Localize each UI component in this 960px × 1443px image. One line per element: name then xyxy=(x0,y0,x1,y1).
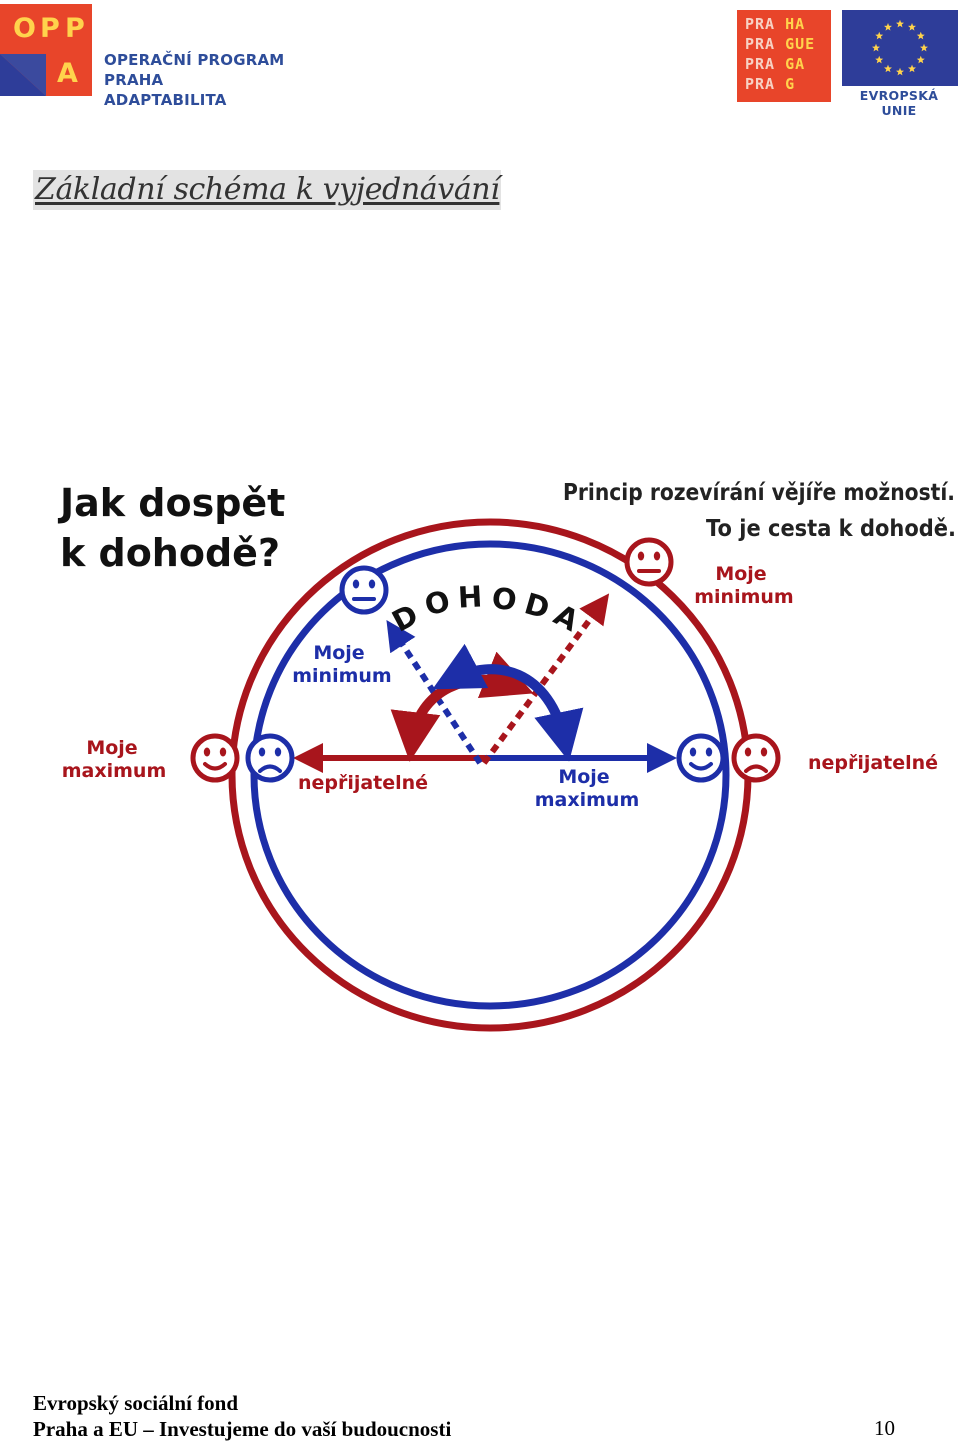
praha-logo-text: PRA HA PRA GUE PRA GA PRA G xyxy=(745,14,815,94)
page-footer: Evropský sociální fond Praha a EU – Inve… xyxy=(33,1390,451,1442)
blue-curved-arrow xyxy=(432,643,584,762)
neutral-face-blue-min-icon xyxy=(339,565,389,615)
principle-line2: To je cesta k dohodě. xyxy=(706,516,956,542)
opp-letter-1: O xyxy=(13,13,36,44)
praha-row-1-right: HA xyxy=(785,15,806,33)
principle-line1: Princip rozevírání vějíře možností. xyxy=(563,480,955,506)
dohoda-letter-3: H xyxy=(457,579,483,614)
praha-row-2: PRA GUE xyxy=(745,34,815,54)
dohoda-letter-4: O xyxy=(490,581,518,617)
negotiation-diagram: D O H O D A Jak dospět k dohodě? Princip… xyxy=(57,480,956,1032)
praha-row-3-right: GA xyxy=(785,55,806,73)
page-heading: Základní schéma k vyjednávání xyxy=(33,170,502,210)
blue-maximum-label-1: Moje xyxy=(558,766,609,788)
opp-logo-line1: OPERAČNÍ PROGRAM PRAHA xyxy=(104,51,285,89)
eu-star-icon xyxy=(916,31,925,40)
eu-star-icon xyxy=(875,55,884,64)
eu-star-icon xyxy=(884,64,892,73)
opp-letter-4: A xyxy=(57,58,78,89)
eu-flag-icon xyxy=(842,10,958,86)
red-minimum-label-2: minimum xyxy=(694,586,793,608)
blue-minimum-label-2: minimum xyxy=(292,665,391,687)
eu-star-icon xyxy=(920,43,928,52)
eu-logo-label: EVROPSKÁ UNIE xyxy=(859,88,939,118)
eu-star-icon xyxy=(908,23,916,31)
footer-line2: Praha a EU – Investujeme do vaší budoucn… xyxy=(33,1417,452,1441)
red-minimum-label-1: Moje xyxy=(715,563,766,585)
eu-star-icon xyxy=(896,67,904,76)
page-number: 10 xyxy=(874,1416,895,1440)
neutral-face-red-min-icon xyxy=(624,537,674,587)
faces xyxy=(190,537,781,783)
praha-row-4: PRA G xyxy=(745,74,815,94)
praha-logo: PRA HA PRA GUE PRA GA PRA G xyxy=(737,10,831,102)
praha-row-2-left: PRA xyxy=(745,35,776,53)
praha-row-1: PRA HA xyxy=(745,14,815,34)
opp-logo-line2: ADAPTABILITA xyxy=(104,91,227,109)
praha-row-3-left: PRA xyxy=(745,55,776,73)
eu-star-icon xyxy=(872,43,880,52)
praha-row-2-right: GUE xyxy=(785,35,816,53)
sad-face-blue-icon xyxy=(245,733,295,783)
happy-face-blue-max-icon xyxy=(676,733,726,783)
eu-star-icon xyxy=(875,31,884,40)
opp-logo: O P P A OPERAČNÍ PROGRAM PRAHA ADAPTABIL… xyxy=(0,4,330,109)
praha-row-3: PRA GA xyxy=(745,54,815,74)
dohoda-letter-5: D xyxy=(521,586,554,625)
unacceptable-right-label: nepřijatelné xyxy=(808,752,938,774)
dohoda-word: D O H O D A xyxy=(386,579,584,638)
praha-row-1-left: PRA xyxy=(745,15,776,33)
eu-star-icon xyxy=(896,19,904,28)
praha-row-4-right: G xyxy=(785,75,796,93)
diagram-title-line1: Jak dospět xyxy=(57,481,285,525)
eu-star-icon xyxy=(908,64,916,73)
happy-face-red-max-icon xyxy=(190,733,240,783)
red-maximum-label-1: Moje xyxy=(86,737,137,759)
eu-stars xyxy=(872,19,928,76)
opp-letter-3: P xyxy=(65,13,85,44)
opp-logo-mark: O P P A xyxy=(0,4,92,96)
eu-logo: EVROPSKÁ UNIE xyxy=(840,10,958,118)
praha-row-4-left: PRA xyxy=(745,75,776,93)
opp-logo-text: OPERAČNÍ PROGRAM PRAHA ADAPTABILITA xyxy=(104,50,330,110)
blue-maximum-label-2: maximum xyxy=(535,789,640,811)
diagram-title-line2: k dohodě? xyxy=(60,531,280,575)
opp-letter-2: P xyxy=(40,13,60,44)
sad-face-red-icon xyxy=(731,733,781,783)
blue-minimum-label-1: Moje xyxy=(313,642,364,664)
eu-star-icon xyxy=(884,23,892,31)
red-maximum-label-2: maximum xyxy=(62,760,167,782)
unacceptable-left-label: nepřijatelné xyxy=(298,772,428,794)
dohoda-letter-2: O xyxy=(421,583,453,622)
footer-line1: Evropský sociální fond xyxy=(33,1391,239,1415)
eu-star-icon xyxy=(916,55,925,64)
